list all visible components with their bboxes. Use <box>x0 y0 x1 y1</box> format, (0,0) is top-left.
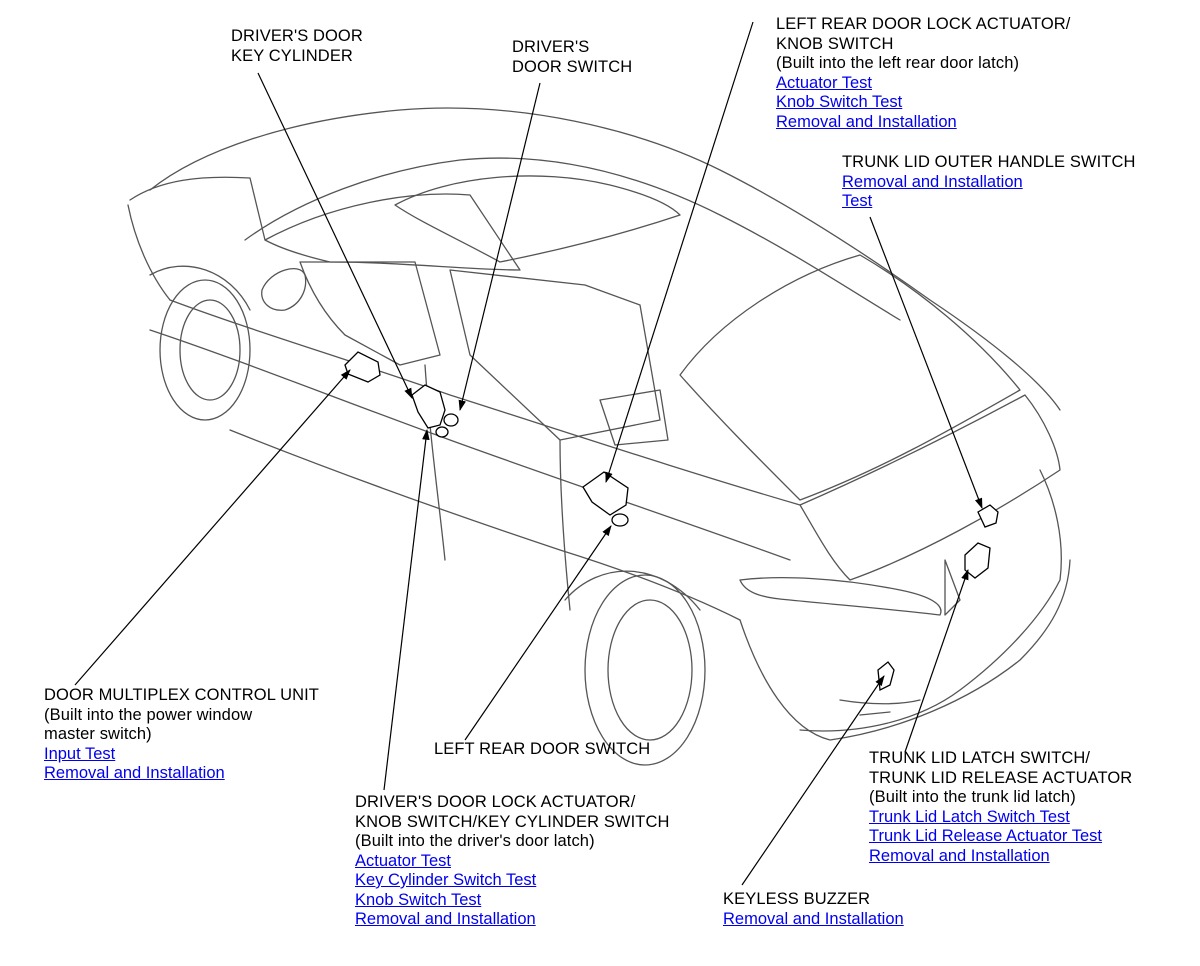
callout-title-line: DRIVER'S DOOR <box>231 27 363 45</box>
trunk-lid-release-actuator-test-link[interactable]: Trunk Lid Release Actuator Test <box>869 827 1102 845</box>
leader-line-drivers-key-cylinder <box>257 72 413 399</box>
callout-drivers-door-lock-actuator: DRIVER'S DOOR LOCK ACTUATOR/ KNOB SWITCH… <box>355 793 670 930</box>
callout-title-line: KEY CYLINDER <box>231 46 353 65</box>
keyless-buzzer-part <box>877 661 895 692</box>
knob-switch-test-link[interactable]: Knob Switch Test <box>776 93 903 111</box>
removal-installation-link[interactable]: Removal and Installation <box>842 172 1023 191</box>
leader-line-drivers-door-switch <box>458 82 541 412</box>
drivers-door-key-cylinder-part <box>435 426 449 438</box>
callout-title-line: KEYLESS BUZZER <box>723 890 871 908</box>
callout-trunk-lid-outer-handle-switch: TRUNK LID OUTER HANDLE SWITCH Removal an… <box>842 153 1136 212</box>
trunk-lid-latch-switch-test-link[interactable]: Trunk Lid Latch Switch Test <box>869 807 1070 826</box>
component-parts <box>344 351 999 692</box>
removal-installation-link[interactable]: Removal and Installation <box>355 910 536 928</box>
callout-left-rear-door-switch: LEFT REAR DOOR SWITCH <box>434 740 650 760</box>
trunk-outer-handle-part <box>977 504 999 528</box>
removal-installation-link[interactable]: Removal and Installation <box>776 112 957 131</box>
leader-line-left-rear-lock <box>605 21 754 484</box>
callout-title-line: DOOR SWITCH <box>512 57 633 76</box>
callout-note: (Built into the power window <box>44 705 253 724</box>
callout-left-rear-door-lock-actuator: LEFT REAR DOOR LOCK ACTUATOR/ KNOB SWITC… <box>776 15 1070 132</box>
leader-line-trunk-outer-handle <box>869 216 983 510</box>
knob-switch-test-link[interactable]: Knob Switch Test <box>355 890 482 909</box>
removal-installation-link[interactable]: Removal and Installation <box>44 764 225 782</box>
leader-line-drivers-door-lock <box>383 428 430 791</box>
callout-title-line: DRIVER'S <box>512 38 590 56</box>
leader-line-trunk-latch <box>904 568 969 753</box>
leader-line-door-multiplex <box>74 369 351 686</box>
callout-title-line: DRIVER'S DOOR LOCK ACTUATOR/ <box>355 793 636 811</box>
callout-title-line: DOOR MULTIPLEX CONTROL UNIT <box>44 686 319 704</box>
callout-drivers-door-key-cylinder: DRIVER'S DOOR KEY CYLINDER <box>231 27 363 66</box>
callout-title-line: LEFT REAR DOOR LOCK ACTUATOR/ <box>776 15 1071 33</box>
callout-trunk-lid-latch-switch: TRUNK LID LATCH SWITCH/ TRUNK LID RELEAS… <box>869 749 1132 866</box>
callout-drivers-door-switch: DRIVER'S DOOR SWITCH <box>512 38 632 77</box>
drivers-door-switch-part <box>443 413 459 427</box>
callout-title-line: KNOB SWITCH <box>776 34 894 53</box>
door-multiplex-unit-part <box>344 351 381 383</box>
callout-note: master switch) <box>44 725 152 743</box>
callout-note: (Built into the driver's door latch) <box>355 832 595 850</box>
actuator-test-link[interactable]: Actuator Test <box>355 851 451 870</box>
key-cylinder-switch-test-link[interactable]: Key Cylinder Switch Test <box>355 871 537 889</box>
callout-keyless-buzzer: KEYLESS BUZZER Removal and Installation <box>723 890 904 929</box>
removal-installation-link[interactable]: Removal and Installation <box>869 846 1050 865</box>
callout-title-line: KNOB SWITCH/KEY CYLINDER SWITCH <box>355 812 670 831</box>
left-rear-door-latch-part <box>582 471 629 516</box>
actuator-test-link[interactable]: Actuator Test <box>776 73 872 92</box>
callout-note: (Built into the left rear door latch) <box>776 54 1020 72</box>
leader-line-left-rear-switch <box>464 525 612 741</box>
callout-door-multiplex-control-unit: DOOR MULTIPLEX CONTROL UNIT (Built into … <box>44 686 319 784</box>
input-test-link[interactable]: Input Test <box>44 744 116 763</box>
trunk-latch-part <box>964 542 991 579</box>
leader-line-keyless-buzzer <box>741 675 885 886</box>
callout-title-line: LEFT REAR DOOR SWITCH <box>434 740 651 758</box>
leader-lines <box>74 21 983 886</box>
callout-title-line: TRUNK LID LATCH SWITCH/ <box>869 749 1091 767</box>
callout-title-line: TRUNK LID OUTER HANDLE SWITCH <box>842 153 1136 171</box>
removal-installation-link[interactable]: Removal and Installation <box>723 909 904 928</box>
drivers-door-latch-part <box>411 384 446 429</box>
car-body-outline <box>127 107 1071 766</box>
callout-note: (Built into the trunk lid latch) <box>869 788 1076 806</box>
left-rear-door-switch-part <box>611 513 629 527</box>
callout-title-line: TRUNK LID RELEASE ACTUATOR <box>869 768 1133 787</box>
test-link[interactable]: Test <box>842 192 873 210</box>
